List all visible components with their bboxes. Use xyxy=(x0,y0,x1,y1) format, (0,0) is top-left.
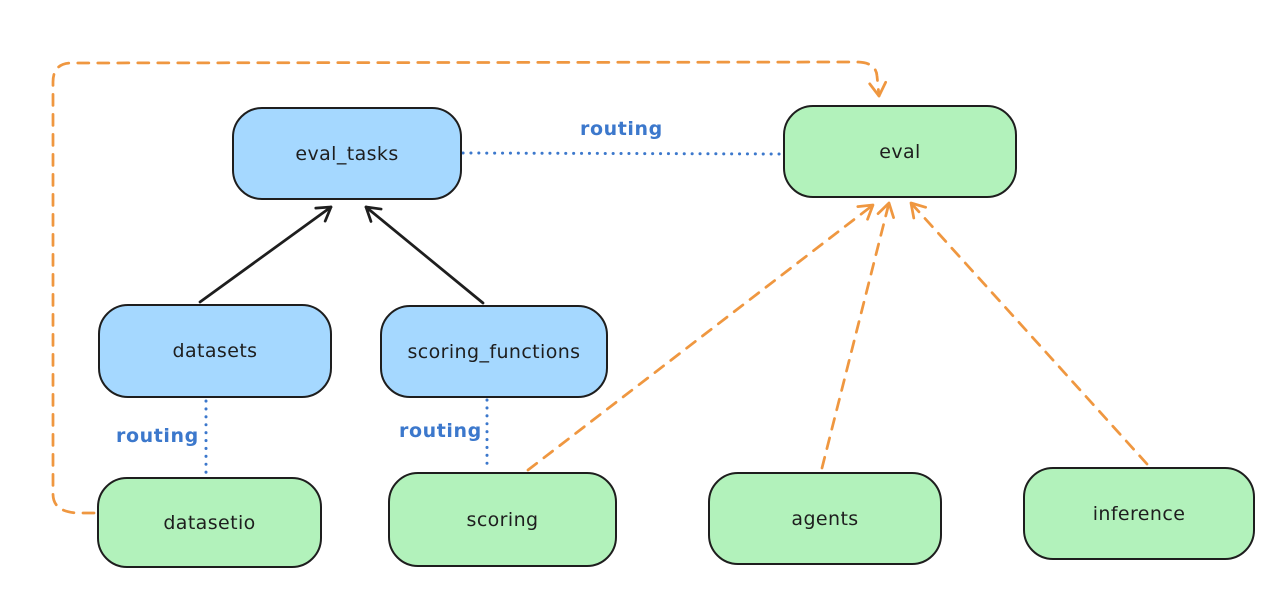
node-inference: inference xyxy=(1023,467,1255,560)
node-eval-tasks-label: eval_tasks xyxy=(295,142,399,165)
edge-agents-to-eval xyxy=(820,201,895,470)
node-datasets-label: datasets xyxy=(172,340,258,362)
node-scoring-functions: scoring_functions xyxy=(380,305,608,398)
node-datasetio: datasetio xyxy=(97,477,322,568)
node-eval: eval xyxy=(783,105,1017,198)
node-eval-label: eval xyxy=(879,140,921,163)
node-scoring: scoring xyxy=(388,472,617,567)
node-scoring-label: scoring xyxy=(466,508,539,531)
node-agents: agents xyxy=(708,472,942,565)
edge-eval-tasks-to-eval xyxy=(461,151,784,156)
edge-scoring-functions-to-eval-tasks xyxy=(364,205,485,305)
node-inference-label: inference xyxy=(1092,502,1186,525)
edge-scoring-to-eval xyxy=(526,203,875,472)
edge-label-routing-eval-tasks-eval: routing xyxy=(580,118,663,140)
edge-inference-to-eval xyxy=(909,201,1149,466)
node-eval-tasks: eval_tasks xyxy=(232,107,462,200)
edge-label-routing-datasets-datasetio: routing xyxy=(116,425,199,447)
edge-label-routing-scoring-functions-scoring: routing xyxy=(399,420,482,442)
node-agents-label: agents xyxy=(791,507,859,530)
node-scoring-functions-label: scoring_functions xyxy=(407,340,581,363)
edge-datasets-to-eval-tasks xyxy=(198,205,333,304)
node-datasetio-label: datasetio xyxy=(163,511,256,534)
node-datasets: datasets xyxy=(98,304,332,398)
